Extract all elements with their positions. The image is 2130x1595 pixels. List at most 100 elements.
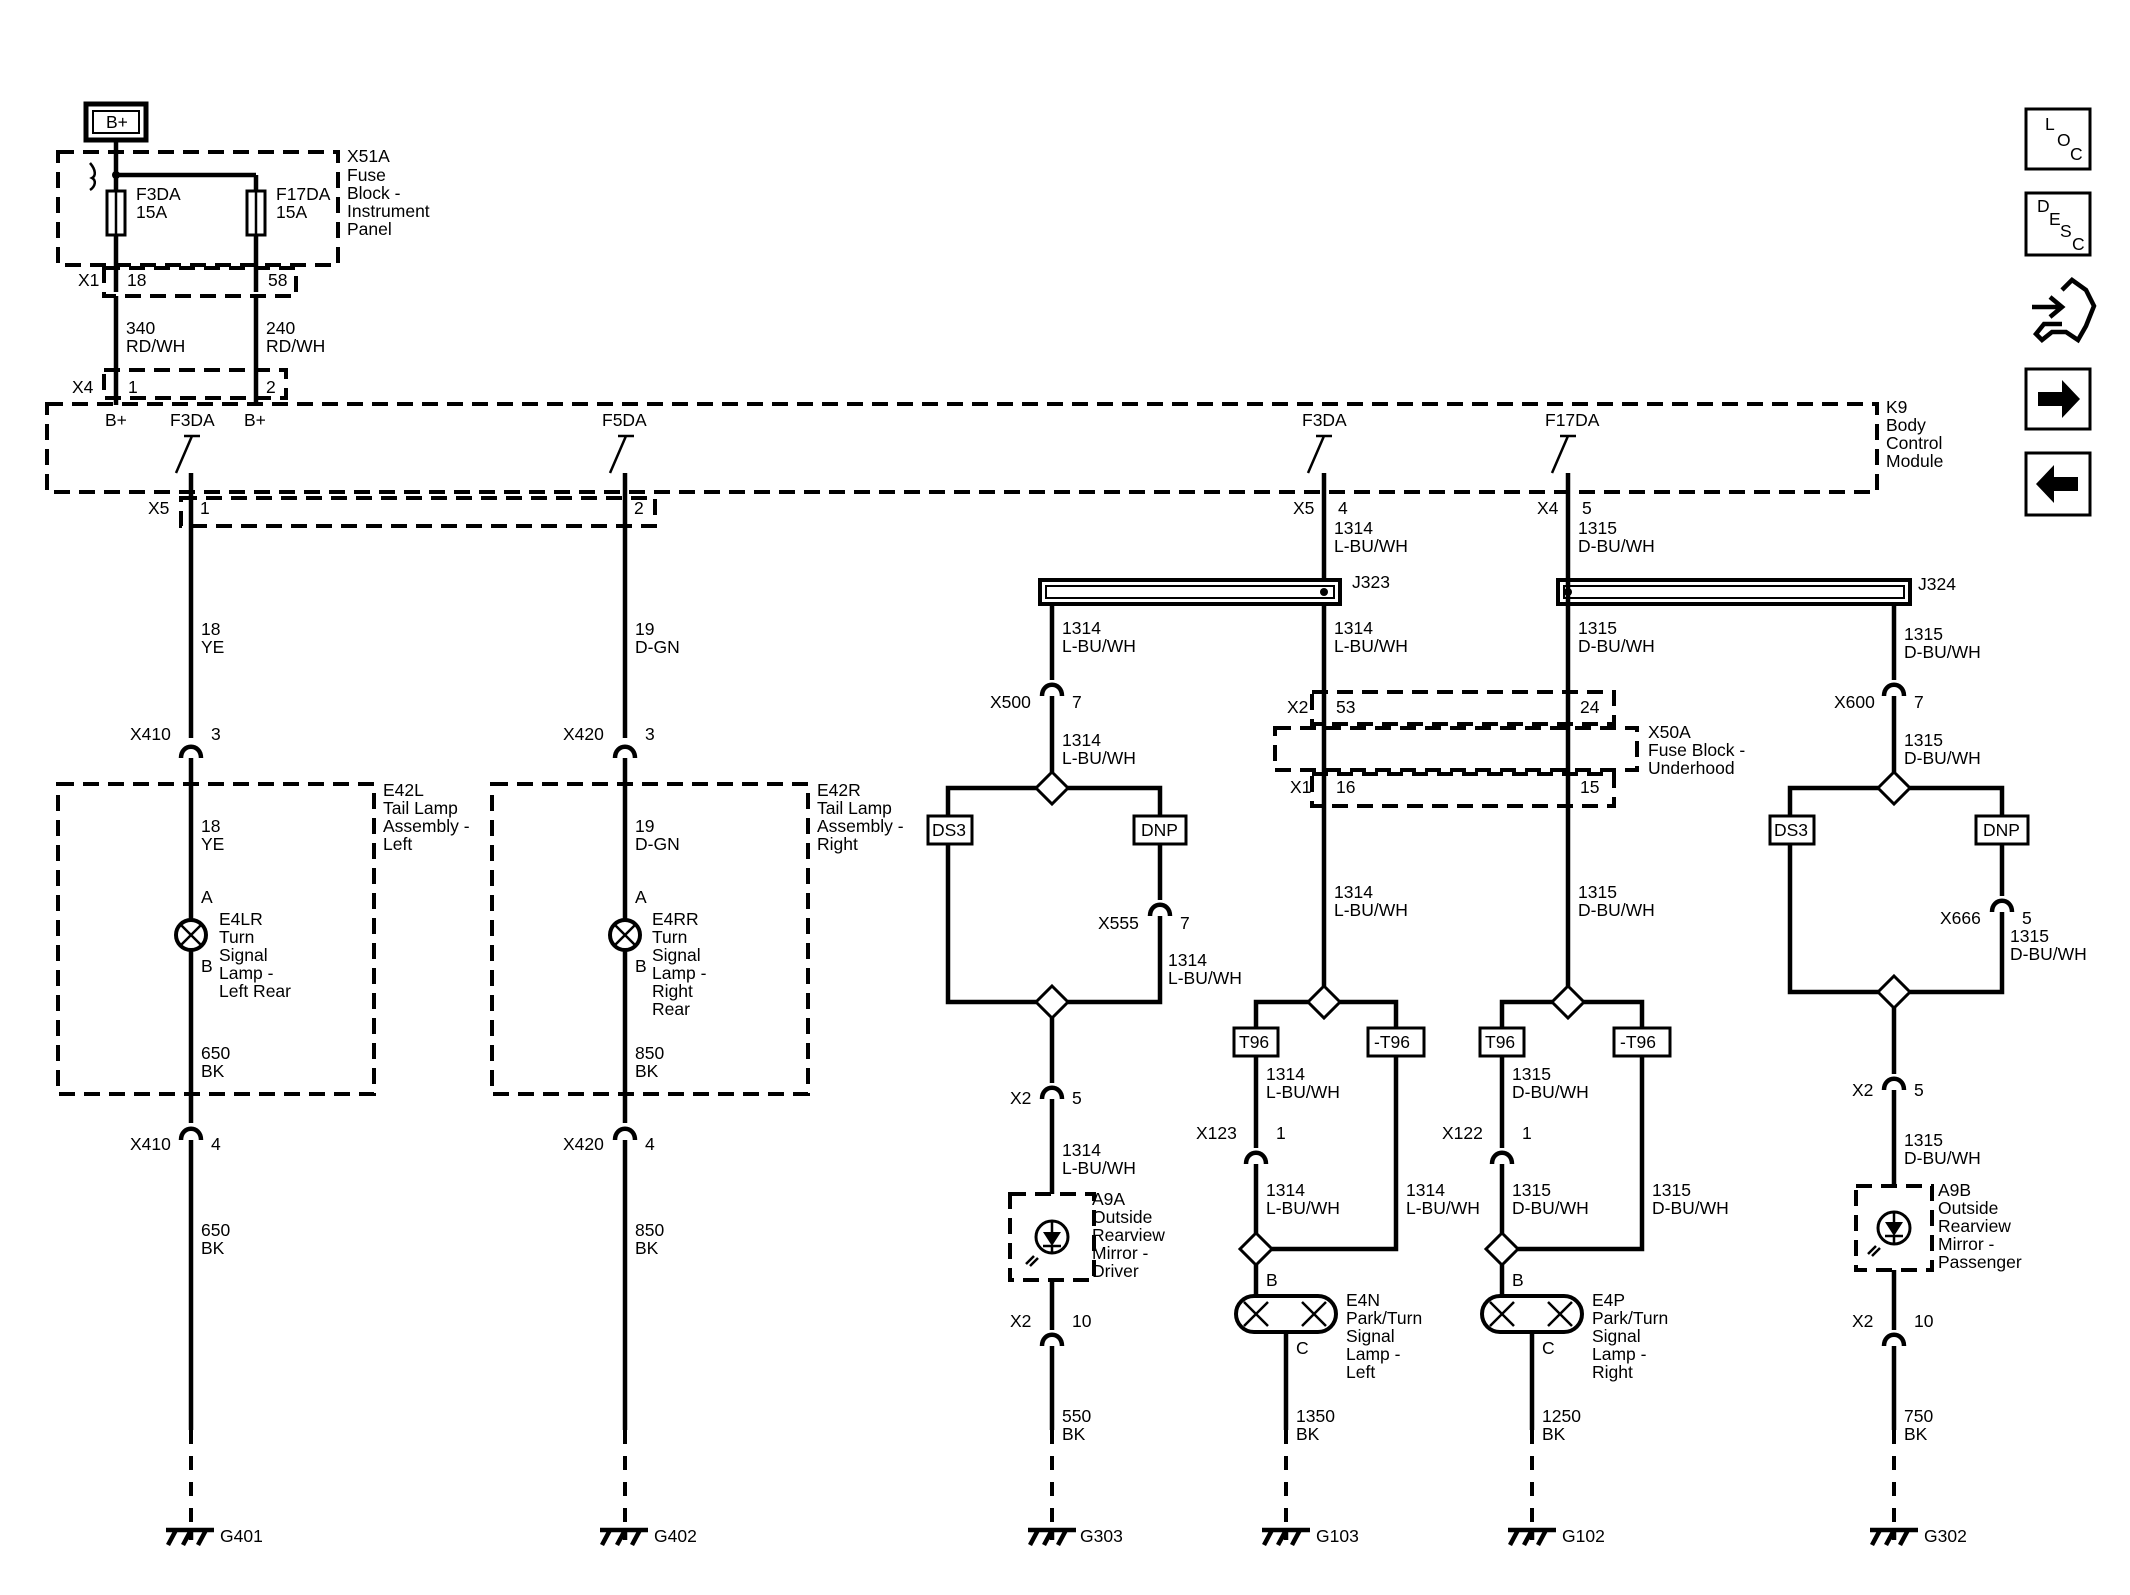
- svg-text:J323: J323: [1352, 572, 1390, 592]
- svg-text:1315: 1315: [1578, 518, 1617, 538]
- svg-text:X410: X410: [130, 1134, 171, 1154]
- right-tail-lamp-circuit: 19 D-GN X420 3 E42R Tail Lamp Assembly -…: [490, 473, 904, 1547]
- svg-text:A: A: [635, 887, 647, 907]
- svg-text:E42R: E42R: [817, 780, 861, 800]
- svg-text:F5DA: F5DA: [602, 410, 647, 430]
- svg-text:E4LR: E4LR: [219, 909, 263, 929]
- svg-text:X2: X2: [1852, 1080, 1873, 1100]
- svg-text:L: L: [2045, 114, 2055, 134]
- svg-text:X2: X2: [1010, 1311, 1031, 1331]
- svg-text:Tail Lamp: Tail Lamp: [817, 798, 892, 818]
- svg-text:Assembly -: Assembly -: [383, 816, 470, 836]
- svg-text:BK: BK: [1062, 1424, 1086, 1444]
- svg-text:BK: BK: [1296, 1424, 1320, 1444]
- svg-text:L-BU/WH: L-BU/WH: [1062, 636, 1136, 656]
- connector-x4-ip: X4 1 2: [72, 368, 288, 400]
- ground-g402: G402: [600, 1526, 697, 1547]
- svg-text:750: 750: [1904, 1406, 1933, 1426]
- svg-text:X2: X2: [1852, 1311, 1873, 1331]
- turn-signal-lamp-right-rear: [608, 918, 642, 952]
- right-park-turn-circuit: 1315 D-BU/WH 1315 D-BU/WH 1315 D-BU/WH T…: [1442, 473, 1729, 1547]
- svg-text:K9: K9: [1886, 397, 1907, 417]
- svg-text:1314: 1314: [1334, 882, 1373, 902]
- svg-text:Tail Lamp: Tail Lamp: [383, 798, 458, 818]
- svg-text:1314: 1314: [1062, 618, 1101, 638]
- svg-text:-T96: -T96: [1374, 1032, 1410, 1052]
- option-t96-right: [1478, 1026, 1526, 1058]
- svg-text:1350: 1350: [1296, 1406, 1335, 1426]
- svg-text:7: 7: [1072, 692, 1082, 712]
- svg-text:G102: G102: [1562, 1526, 1605, 1546]
- connector-x2-pass-in: X2 5: [1852, 1076, 1924, 1100]
- bcm-switch-f3da-left: [174, 434, 200, 474]
- svg-text:B+: B+: [244, 410, 266, 430]
- svg-text:Control: Control: [1886, 433, 1942, 453]
- svg-text:L-BU/WH: L-BU/WH: [1334, 900, 1408, 920]
- svg-text:3: 3: [645, 724, 655, 744]
- svg-text:Left Rear: Left Rear: [219, 981, 291, 1001]
- svg-text:O: O: [2057, 130, 2071, 150]
- connector-x500: X500 7: [990, 682, 1082, 712]
- left-tail-lamp-circuit: 18 YE X410 3 E42L Tail Lamp Assembly - L…: [56, 473, 470, 1547]
- svg-text:X5: X5: [1293, 498, 1314, 518]
- svg-text:Signal: Signal: [219, 945, 268, 965]
- svg-text:X122: X122: [1442, 1123, 1483, 1143]
- svg-text:G401: G401: [220, 1526, 263, 1546]
- svg-text:J324: J324: [1918, 574, 1956, 594]
- svg-text:53: 53: [1336, 697, 1355, 717]
- svg-text:L-BU/WH: L-BU/WH: [1168, 968, 1242, 988]
- svg-text:X2: X2: [1287, 697, 1308, 717]
- svg-text:4: 4: [645, 1134, 655, 1154]
- svg-text:Fuse Block -: Fuse Block -: [1648, 740, 1745, 760]
- location-button[interactable]: L O C: [2024, 107, 2092, 171]
- description-button[interactable]: D E S C: [2024, 191, 2092, 257]
- svg-text:Rear: Rear: [652, 999, 690, 1019]
- svg-text:7: 7: [1914, 692, 1924, 712]
- splice-diamond-bottom: [1033, 983, 1071, 1021]
- back-arrow-button[interactable]: [2024, 451, 2092, 517]
- svg-text:Right: Right: [652, 981, 693, 1001]
- svg-text:18: 18: [127, 270, 146, 290]
- svg-text:1315: 1315: [1904, 1130, 1943, 1150]
- svg-text:X410: X410: [130, 724, 171, 744]
- svg-text:Lamp -: Lamp -: [1346, 1344, 1401, 1364]
- svg-text:1: 1: [1522, 1123, 1532, 1143]
- svg-text:Lamp -: Lamp -: [652, 963, 707, 983]
- svg-text:BK: BK: [635, 1238, 659, 1258]
- svg-text:15A: 15A: [276, 202, 307, 222]
- svg-text:650: 650: [201, 1220, 230, 1240]
- svg-text:1314: 1314: [1334, 518, 1373, 538]
- connector-tool-icon[interactable]: [2032, 277, 2097, 344]
- option-t96-left: [1232, 1026, 1280, 1058]
- connector-x420-out: X420 4: [563, 1126, 655, 1154]
- svg-text:340: 340: [126, 318, 155, 338]
- svg-text:RD/WH: RD/WH: [126, 336, 185, 356]
- svg-text:L-BU/WH: L-BU/WH: [1334, 636, 1408, 656]
- svg-text:1314: 1314: [1334, 618, 1373, 638]
- svg-text:650: 650: [201, 1043, 230, 1063]
- svg-text:1315: 1315: [1512, 1180, 1551, 1200]
- svg-text:Signal: Signal: [1346, 1326, 1395, 1346]
- svg-text:B: B: [201, 956, 213, 976]
- svg-text:X4: X4: [1537, 498, 1559, 518]
- option-ds3-driver: [926, 814, 974, 846]
- svg-text:D-BU/WH: D-BU/WH: [1904, 642, 1981, 662]
- svg-text:D-GN: D-GN: [635, 637, 680, 657]
- svg-text:E4RR: E4RR: [652, 909, 699, 929]
- svg-text:L-BU/WH: L-BU/WH: [1266, 1082, 1340, 1102]
- svg-text:BK: BK: [635, 1061, 659, 1081]
- connector-x2-driver-out: X2 10: [1010, 1311, 1092, 1347]
- svg-text:S: S: [2060, 221, 2072, 241]
- svg-text:B+: B+: [105, 410, 127, 430]
- svg-text:L-BU/WH: L-BU/WH: [1062, 748, 1136, 768]
- svg-text:2: 2: [266, 377, 276, 397]
- svg-text:DS3: DS3: [932, 820, 966, 840]
- connector-x410-in: X410 3: [130, 724, 221, 759]
- svg-text:1250: 1250: [1542, 1406, 1581, 1426]
- svg-text:D-BU/WH: D-BU/WH: [1904, 748, 1981, 768]
- connector-x410-out: X410 4: [130, 1126, 221, 1154]
- svg-text:YE: YE: [201, 637, 224, 657]
- forward-arrow-button[interactable]: [2024, 367, 2092, 431]
- svg-text:D-BU/WH: D-BU/WH: [1578, 636, 1655, 656]
